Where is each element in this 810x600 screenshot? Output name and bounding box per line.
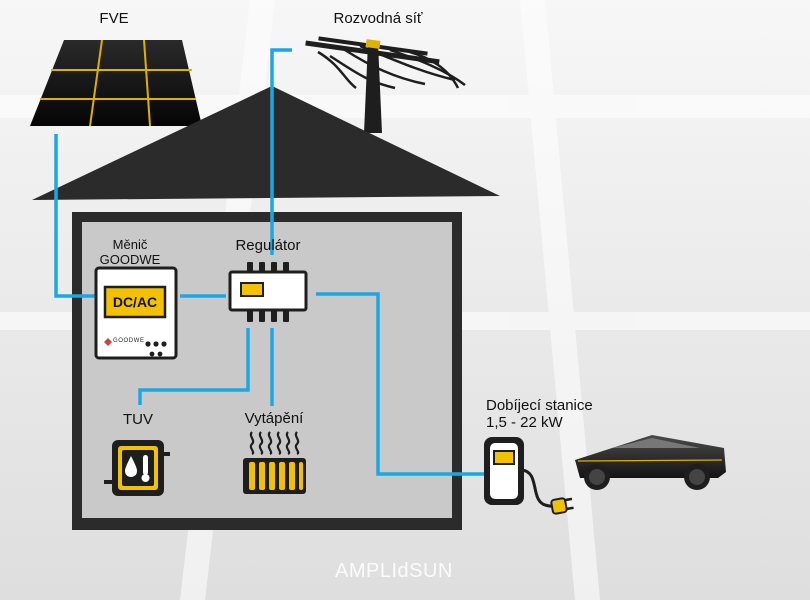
station-label-line2: 1,5 - 22 kW (486, 414, 563, 431)
inverter-title-line1: Měnič (112, 237, 148, 252)
station-label-line1: Dobíjecí stanice (486, 397, 593, 414)
water-heater-icon (104, 440, 170, 496)
inverter-display-label: DC/AC (112, 294, 158, 310)
line-regulator-tuv (138, 328, 250, 405)
plug-icon (521, 468, 574, 515)
tuv-label: TUV (123, 411, 153, 428)
inverter-title-line2: GOODWE (99, 252, 161, 267)
connection-lines (54, 48, 486, 476)
charging-station-icon (484, 437, 524, 505)
fve-label: FVE (99, 10, 129, 27)
grid-label: Rozvodná síť (333, 10, 423, 27)
line-grid-regulator (270, 48, 292, 255)
regulator-icon (228, 262, 308, 322)
watermark: AMPLIdSUN (335, 560, 453, 582)
inverter-brand-label: GOODWE (113, 338, 145, 344)
regulator-label: Regulátor (235, 237, 301, 254)
radiator-icon (243, 431, 306, 494)
line-regulator-station (316, 292, 486, 476)
electric-car-icon (575, 435, 726, 490)
power-pole-icon (305, 36, 466, 133)
heating-label: Vytápění (244, 410, 304, 427)
inverter-icon (94, 266, 178, 360)
solar-panel-icon (30, 39, 202, 127)
line-fve-inverter (54, 134, 98, 298)
